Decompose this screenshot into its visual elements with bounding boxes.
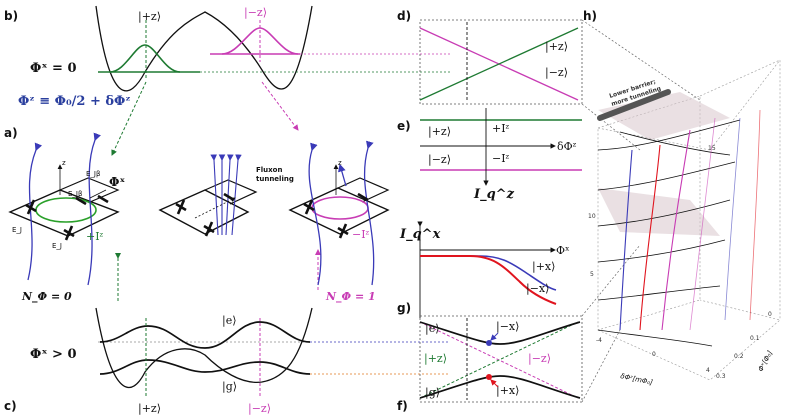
panel-label-f: f) — [397, 399, 408, 413]
z-tick-0: 5 — [590, 271, 594, 278]
left-junctions — [25, 194, 109, 241]
panel-d-energy-crossing: |+z⟩ |−z⟩ — [419, 19, 583, 105]
panel-label-e: e) — [397, 119, 411, 133]
panel-c-ket-g: |g⟩ — [222, 380, 237, 394]
panel-g-minus-x-curve — [420, 255, 557, 305]
panel-c-double-well: Φˣ > 0 |e⟩ |g⟩ |+z⟩ |−z⟩ — [30, 307, 450, 416]
panel-b-ket-plus-z: |+z⟩ — [138, 10, 161, 24]
panel-label-d: d) — [397, 9, 411, 23]
panel-f-plus-x-marker — [486, 374, 492, 380]
panel-f-minus-x-marker — [486, 340, 492, 346]
panel-c-excited-wavefunction — [99, 321, 311, 349]
panel-label-h: h) — [583, 9, 597, 23]
panel-c-potential — [95, 307, 313, 389]
panel-b-phi-label: Φˣ = 0 — [30, 61, 77, 76]
surface-magenta-curve — [661, 129, 691, 331]
panel-g-ket-minus-x: |−x⟩ — [526, 282, 549, 296]
panel-f-ket-minus-z: |−z⟩ — [528, 352, 551, 366]
left-flux-line-2 — [87, 132, 101, 286]
panel-e-persistent-current: |+z⟩ |−z⟩ +Iᶻ −Iᶻ δΦᶻ I_q^z — [420, 108, 582, 202]
fluxon-tunneling-line-1: Fluxon — [256, 166, 282, 174]
panel-label-c: c) — [4, 399, 17, 413]
x-tick-1: 0 — [652, 351, 656, 358]
left-circuit-current-loop — [35, 197, 97, 223]
panel-f-avoided-crossing: |e⟩ |g⟩ |+z⟩ |−z⟩ |−x⟩ |+x⟩ — [419, 315, 583, 403]
left-ej-beta-mid: E_Jβ — [68, 190, 82, 198]
x-tick-0: -4 — [596, 337, 602, 344]
panel-a-definition: Φᶻ ≡ Φ₀/2 + δΦᶻ — [18, 94, 131, 109]
panel-h-x-axis-label: δΦᶻ[mΦ₀] — [620, 372, 654, 387]
panel-c-ket-plus-z: |+z⟩ — [138, 402, 161, 416]
panel-b-to-a-magenta-arrow — [261, 81, 299, 131]
left-flux-line-1 — [27, 142, 43, 281]
panel-label-b: b) — [4, 9, 18, 23]
middle-circuit: Fluxon tunneling — [158, 154, 294, 237]
panel-f-ket-plus-z: |+z⟩ — [424, 352, 447, 366]
panel-f-ket-g: |g⟩ — [425, 386, 440, 400]
panel-b-double-well: Φˣ = 0 |+z⟩ |−z⟩ — [30, 5, 450, 92]
right-n-phi-1: N_Φ = 1 — [325, 290, 376, 304]
panel-f-ket-plus-x: |+x⟩ — [496, 384, 519, 398]
panel-c-phi-label: Φˣ > 0 — [30, 347, 77, 362]
z-tick-1: 10 — [588, 213, 596, 220]
panel-c-ket-e: |e⟩ — [222, 314, 237, 328]
panel-g-x-axis-label: Φˣ — [556, 244, 570, 257]
fluxon-tunneling-line-2: tunneling — [256, 175, 294, 183]
panel-b-potential — [95, 5, 313, 92]
panel-d-ket-minus-z: |−z⟩ — [545, 66, 568, 80]
panel-b-to-a-green-arrow — [111, 81, 147, 156]
left-phi-x-label: Φˣ — [109, 175, 125, 189]
left-ej-beta-top: E_Jβ — [86, 170, 100, 178]
panel-f-ground-branch — [419, 375, 581, 399]
left-z-axis-label: z — [62, 159, 66, 167]
y-tick-0: 0 — [768, 311, 772, 318]
panel-label-a: a) — [4, 126, 18, 140]
left-plus-iz: +Iᶻ — [86, 230, 104, 243]
panel-f-ket-e: |e⟩ — [425, 322, 440, 336]
panel-g-ket-plus-x: |+x⟩ — [532, 260, 555, 274]
left-circuit: z Φˣ E_Jβ E_Jβ E_J E_J +Iᶻ N_Φ = 0 — [8, 132, 125, 304]
lower-barrier-tube — [597, 89, 671, 121]
left-ej-1: E_J — [12, 226, 22, 234]
panel-e-y-axis-label: I_q^z — [473, 187, 515, 202]
panel-c-ket-minus-z: |−z⟩ — [248, 402, 271, 416]
panel-b-green-wavefunction — [109, 44, 181, 73]
panel-label-g: g) — [397, 301, 411, 315]
y-tick-3: 0.3 — [716, 373, 726, 380]
panel-e-plus-iz: +Iᶻ — [492, 122, 510, 135]
right-circuit-current-loop — [311, 196, 369, 220]
y-tick-2: 0.2 — [734, 353, 744, 360]
z-tick-2: 15 — [708, 145, 716, 152]
panel-h-y-axis-label: Φˣ[Φ₀] — [757, 349, 775, 373]
surface-red-curve — [639, 144, 661, 331]
panel-h-3d-surface: Lower barrier; more tunneling 5 10 15 -4… — [588, 59, 781, 387]
x-tick-2: 4 — [706, 367, 710, 374]
panel-e-ket-minus-z: |−z⟩ — [428, 153, 451, 167]
panel-e-ket-plus-z: |+z⟩ — [428, 125, 451, 139]
left-n-phi-0: N_Φ = 0 — [21, 290, 72, 304]
panel-g-plus-x-curve — [420, 255, 557, 291]
panel-f-excited-branch — [419, 321, 581, 345]
panel-a-circuits: Φᶻ ≡ Φ₀/2 + δΦᶻ z Φˣ E_Jβ E_Jβ E_J — [8, 81, 390, 304]
right-z-axis-label: z — [338, 159, 342, 167]
panel-e-x-axis-label: δΦᶻ — [557, 140, 577, 153]
panel-c-ground-wavefunction — [99, 359, 311, 375]
surface-blue-curve — [619, 149, 633, 331]
zoom-connectors — [581, 19, 701, 403]
panel-d-plus-z-line — [419, 27, 579, 101]
panel-g-current-vs-flux: I_q^x Φˣ |+x⟩ |−x⟩ — [399, 221, 570, 318]
right-circuit: z −Iᶻ N_Φ = 1 — [288, 140, 390, 304]
panel-g-y-axis-label: I_q^x — [399, 227, 441, 242]
panel-e-minus-iz: −Iᶻ — [492, 152, 510, 165]
panel-b-ket-minus-z: |−z⟩ — [244, 6, 267, 20]
right-minus-iz: −Iᶻ — [352, 228, 370, 241]
panel-d-ket-plus-z: |+z⟩ — [545, 40, 568, 54]
panel-f-ket-minus-x: |−x⟩ — [496, 320, 519, 334]
y-tick-1: 0.1 — [750, 335, 760, 342]
left-ej-2: E_J — [52, 242, 62, 250]
